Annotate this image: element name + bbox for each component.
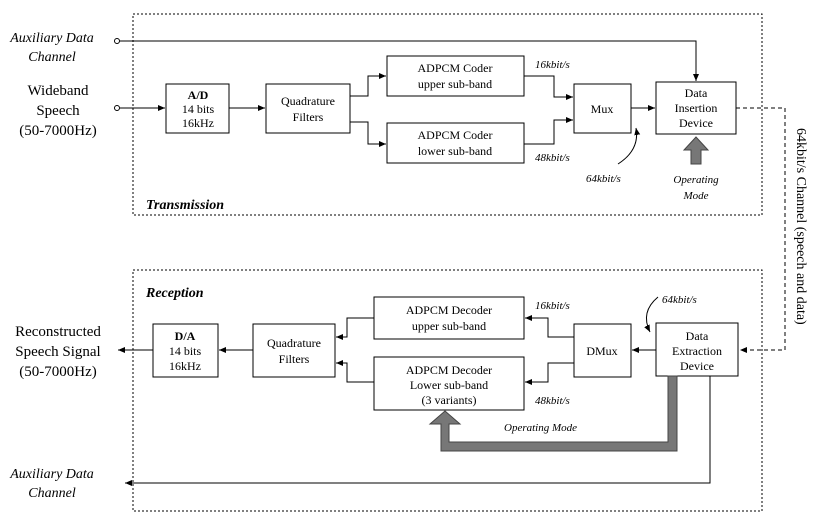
extraction-line1: Data: [686, 329, 709, 343]
channel-label: 64kbit/s Channel (speech and data): [793, 128, 808, 325]
tx-operating-mode-arrow: [682, 136, 710, 165]
coder-upper-line1: ADPCM Coder: [417, 61, 492, 75]
tx-qf-line2: Filters: [293, 110, 324, 124]
reconstructed-speech-label: Reconstructed Speech Signal (50-7000Hz): [15, 324, 101, 380]
tx-aux-channel-label: Auxiliary Data Channel: [9, 31, 94, 65]
adpcm-coder-upper-block: [386, 55, 525, 97]
da-converter-block: [152, 323, 219, 378]
dmux-label: DMux: [586, 344, 617, 358]
da-bits: 14 bits: [169, 344, 202, 358]
rx-rate-lower: 48kbit/s: [535, 395, 570, 407]
svg-text:Speech Signal: Speech Signal: [15, 344, 100, 360]
rx-aux-channel-label: Auxiliary Data Channel: [9, 467, 94, 501]
tx-operating-mode-line1: Operating: [673, 174, 719, 186]
insertion-line1: Data: [685, 86, 708, 100]
rx-qf-line1: Quadrature: [267, 336, 321, 350]
svg-text:Auxiliary Data: Auxiliary Data: [9, 467, 94, 482]
da-title: D/A: [175, 329, 196, 343]
decoder-lower-line1: ADPCM Decoder: [406, 363, 492, 377]
tx-aux-input-port: [114, 38, 120, 44]
decoder-lower-line2: Lower sub-band: [410, 378, 488, 392]
da-rate: 16kHz: [169, 359, 201, 373]
rx-rate-total: 64kbit/s: [662, 294, 697, 306]
svg-text:Auxiliary Data: Auxiliary Data: [9, 31, 94, 46]
svg-text:Reconstructed: Reconstructed: [15, 324, 101, 340]
adpcm-coder-lower-block: [386, 122, 525, 164]
tx-qf-line1: Quadrature: [281, 94, 335, 108]
reception-label: Reception: [145, 286, 204, 301]
reception-frame: [132, 269, 763, 512]
decoder-upper-line2: upper sub-band: [412, 319, 486, 333]
insertion-line2: Insertion: [675, 101, 718, 115]
data-extraction-device-block: [655, 322, 739, 377]
coder-lower-line1: ADPCM Coder: [417, 128, 492, 142]
tx-quadrature-filters-block: [265, 83, 351, 134]
data-insertion-device-block: [655, 81, 737, 135]
ad-title: A/D: [188, 88, 209, 102]
tx-rate-upper: 16kbit/s: [535, 59, 570, 71]
adpcm-decoder-upper-block: [373, 296, 525, 340]
adpcm-decoder-lower-block: [373, 356, 525, 411]
mux-label: Mux: [591, 102, 614, 116]
coder-upper-line2: upper sub-band: [418, 77, 492, 91]
svg-text:Speech: Speech: [36, 103, 80, 119]
speech-input-port: [114, 105, 120, 111]
tx-aux-line: [120, 40, 699, 81]
ad-converter-block: [165, 83, 230, 134]
tx-operating-mode-line2: Mode: [682, 190, 708, 202]
rx-qf-line2: Filters: [279, 352, 310, 366]
wideband-speech-label: Wideband Speech (50-7000Hz): [19, 83, 96, 139]
extraction-line2: Extraction: [672, 344, 722, 358]
decoder-upper-line1: ADPCM Decoder: [406, 303, 492, 317]
dmux-block: [573, 323, 632, 378]
svg-text:Channel: Channel: [28, 50, 76, 65]
svg-text:Channel: Channel: [28, 486, 76, 501]
transmission-label: Transmission: [146, 198, 224, 213]
svg-text:Wideband: Wideband: [27, 83, 89, 99]
rx-operating-mode-label: Operating Mode: [504, 422, 577, 434]
extraction-line3: Device: [680, 359, 714, 373]
ad-bits: 14 bits: [182, 102, 215, 116]
tx-rate-lower: 48kbit/s: [535, 152, 570, 164]
channel-link: [736, 107, 786, 353]
rx-rate-upper: 16kbit/s: [535, 300, 570, 312]
transmission-frame: [132, 13, 763, 216]
svg-text:(50-7000Hz): (50-7000Hz): [19, 123, 96, 139]
insertion-line3: Device: [679, 116, 713, 130]
svg-text:(50-7000Hz): (50-7000Hz): [19, 364, 96, 380]
rx-aux-line: [125, 376, 711, 486]
coder-lower-line2: lower sub-band: [418, 144, 492, 158]
ad-rate: 16kHz: [182, 116, 214, 130]
rx-quadrature-filters-block: [252, 323, 336, 378]
rx-operating-mode-arrow: [428, 375, 678, 452]
decoder-lower-line3: (3 variants): [422, 393, 477, 407]
tx-rate-total: 64kbit/s: [586, 173, 621, 185]
